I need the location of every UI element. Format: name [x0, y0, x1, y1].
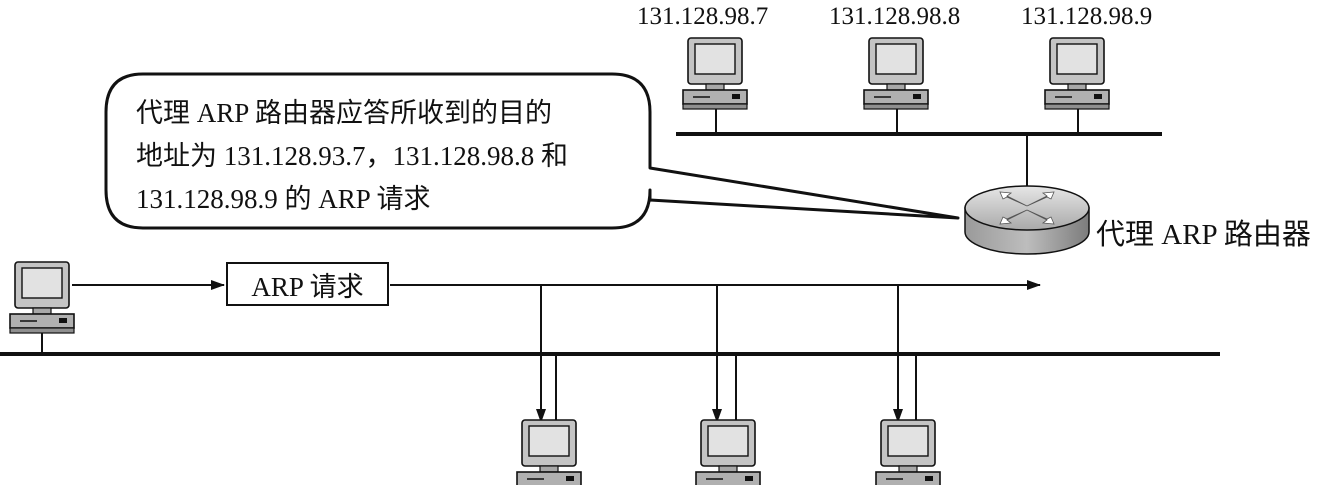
source-host	[9, 261, 75, 334]
top-host-1-ip-label: 131.128.98.7	[637, 3, 769, 30]
top-host-2-ip-label: 131.128.98.8	[829, 3, 961, 30]
router-label: 代理 ARP 路由器	[1096, 219, 1311, 251]
bottom-host-3	[875, 419, 941, 490]
arp-request-box: ARP 请求	[226, 262, 389, 306]
callout-line-2: 地址为 131.128.93.7，131.128.98.8 和	[136, 141, 568, 171]
router-arrows-icon	[999, 191, 1055, 225]
callout-line-3: 131.128.98.9 的 ARP 请求	[136, 184, 431, 214]
arp-request-label: ARP 请求	[251, 271, 364, 302]
bottom-host-1	[516, 419, 582, 490]
top-host-3	[1044, 37, 1110, 110]
top-host-1	[682, 37, 748, 110]
router-device	[964, 185, 1090, 255]
top-host-3-ip-label: 131.128.98.9	[1021, 3, 1153, 30]
bottom-host-2	[695, 419, 761, 490]
callout-outline	[104, 72, 960, 230]
callout-line-1: 代理 ARP 路由器应答所收到的目的	[136, 98, 553, 128]
top-host-2	[863, 37, 929, 110]
callout-text: 代理 ARP 路由器应答所收到的目的 地址为 131.128.93.7，131.…	[136, 92, 568, 221]
